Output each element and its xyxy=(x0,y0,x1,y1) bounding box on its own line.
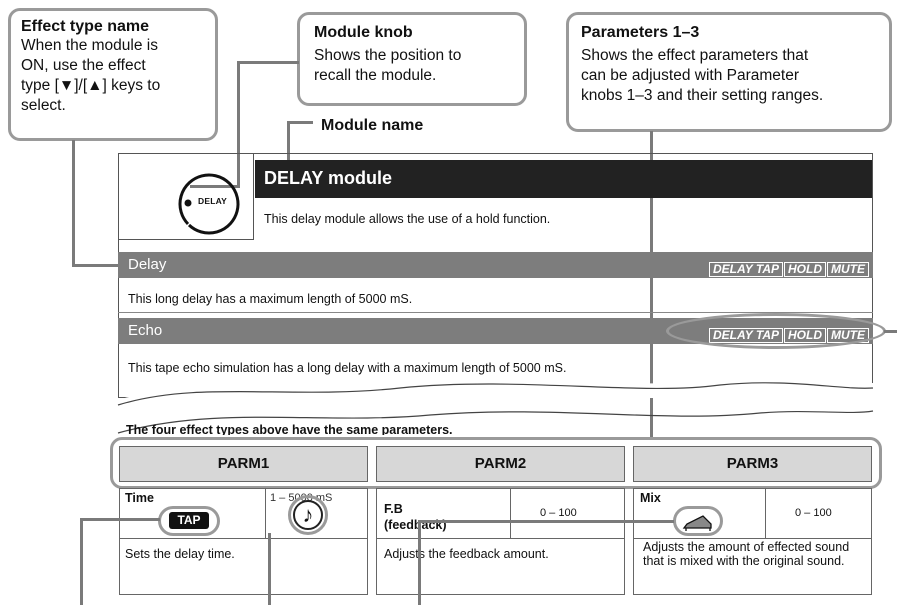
callout-module-knob: Module knob Shows the position to recall… xyxy=(297,12,527,106)
param-header: PARM3 xyxy=(633,446,872,482)
callout-effect-type-name: Effect type name When the module is ON, … xyxy=(8,8,218,141)
param-name: F.B (feedback) xyxy=(384,502,447,532)
param-header: PARM2 xyxy=(376,446,625,482)
callout-text-line: type [▼]/[▲] keys to xyxy=(21,77,161,94)
cell-divider xyxy=(119,538,368,539)
parameters-leader-v xyxy=(650,131,653,437)
module-description: This delay module allows the use of a ho… xyxy=(264,212,551,226)
note-leader-v xyxy=(268,533,271,605)
param-range: 0 – 100 xyxy=(540,507,577,519)
module-name-leader-v xyxy=(287,121,290,163)
pedal-icon-highlight xyxy=(673,506,723,536)
param-cell xyxy=(119,488,368,595)
effect-name: Echo xyxy=(128,322,163,339)
module-knob-cell: DELAY xyxy=(118,153,254,240)
param-header-label: PARM2 xyxy=(474,455,527,472)
torn-edge-graphic xyxy=(117,377,874,434)
module-knob-leader-v xyxy=(237,61,240,187)
shared-parameters-note: The four effect types above have the sam… xyxy=(126,423,453,435)
param-header-label: PARM1 xyxy=(217,455,270,472)
callout-text-line: Shows the position to xyxy=(314,47,462,64)
module-knob-icon xyxy=(178,173,240,235)
module-name-leader-h xyxy=(287,121,313,124)
cell-divider xyxy=(633,538,872,539)
param-range: 0 – 100 xyxy=(795,507,832,519)
tap-leader-h xyxy=(80,518,160,521)
param-cell xyxy=(633,488,872,595)
effect-type-leader-h xyxy=(72,264,126,267)
module-title-bar: DELAY module xyxy=(255,160,872,198)
param-description: Adjusts the feedback amount. xyxy=(384,547,549,561)
tap-icon-label: TAP xyxy=(177,513,201,527)
callout-title: Parameters 1–3 xyxy=(581,24,700,41)
cell-divider xyxy=(765,488,766,538)
callout-text-line: Shows the effect parameters that xyxy=(581,47,809,64)
tag-hold: HOLD xyxy=(784,262,826,277)
module-knob-label: DELAY xyxy=(198,196,228,206)
module-knob-leader-h2 xyxy=(190,185,240,188)
callout-text-line: recall the module. xyxy=(314,67,437,84)
tags-highlight-ellipse xyxy=(666,313,886,349)
cell-divider xyxy=(376,538,625,539)
callout-text-line: knobs 1–3 and their setting ranges. xyxy=(581,87,824,104)
effect-description: This long delay has a maximum length of … xyxy=(128,292,413,306)
tag-delay-tap: DELAY TAP xyxy=(708,262,783,277)
pedal-leader-v xyxy=(418,520,421,605)
callout-title: Effect type name xyxy=(21,18,150,35)
tag-mute: MUTE xyxy=(827,262,869,277)
tap-leader-v xyxy=(80,518,83,605)
effect-name: Delay xyxy=(128,256,167,273)
param-name: Time xyxy=(125,491,154,505)
tap-icon-highlight xyxy=(158,506,220,536)
param-description: Adjusts the amount of effected sound tha… xyxy=(643,540,850,568)
module-name-label: Module name xyxy=(321,117,424,134)
tap-icon: TAP xyxy=(169,512,209,529)
param-header-label: PARM3 xyxy=(726,455,779,472)
note-icon-highlight xyxy=(288,495,328,535)
callout-text-line: ON, use the effect xyxy=(21,57,146,74)
cell-divider xyxy=(510,488,511,538)
pedal-leader-h xyxy=(418,520,674,523)
param-description: Sets the delay time. xyxy=(125,547,235,561)
callout-text-line: select. xyxy=(21,97,66,114)
param-name: Mix xyxy=(640,491,661,505)
row-divider xyxy=(118,312,873,313)
callout-text-line: can be adjusted with Parameter xyxy=(581,67,799,84)
module-knob-leader-h xyxy=(237,61,299,64)
param-header: PARM1 xyxy=(119,446,368,482)
effect-type-leader-v xyxy=(72,140,75,267)
callout-text-line: When the module is xyxy=(21,37,158,54)
cell-divider xyxy=(265,488,266,538)
module-title: DELAY module xyxy=(264,168,393,188)
callout-title: Module knob xyxy=(314,24,413,41)
tags-leader xyxy=(884,330,897,333)
param-cell xyxy=(376,488,625,595)
param-header-highlight xyxy=(110,437,882,489)
callout-parameters: Parameters 1–3 Shows the effect paramete… xyxy=(566,12,892,132)
effect-description: This tape echo simulation has a long del… xyxy=(128,361,567,375)
